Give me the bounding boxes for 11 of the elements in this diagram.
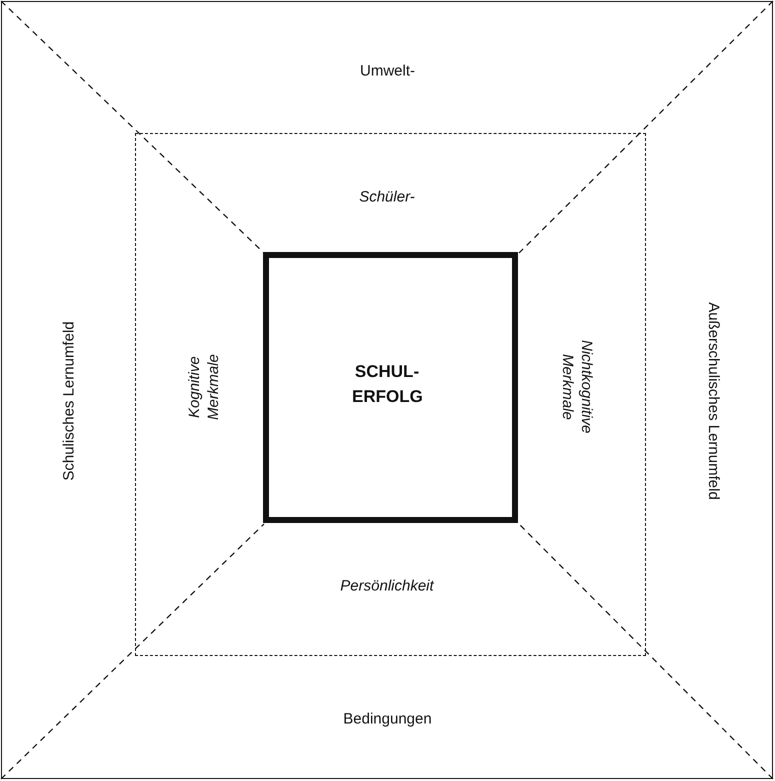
band-label: Nichtkognitive Merkmale bbox=[558, 339, 596, 436]
dashed-box bbox=[134, 132, 646, 656]
center-box bbox=[263, 252, 518, 523]
band-label: Bedingungen bbox=[343, 709, 432, 728]
band-label: Kognitive Merkmale bbox=[185, 353, 223, 422]
band-label: Persönlichkeit bbox=[340, 576, 434, 596]
center-label: SCHUL- ERFOLG bbox=[352, 361, 422, 408]
band-label: Außerschulisches Lernumfeld bbox=[704, 302, 723, 500]
band-label: Schüler- bbox=[359, 188, 415, 206]
band-label: Schulisches Lernumfeld bbox=[59, 320, 78, 480]
band-label: Umwelt- bbox=[360, 61, 415, 80]
